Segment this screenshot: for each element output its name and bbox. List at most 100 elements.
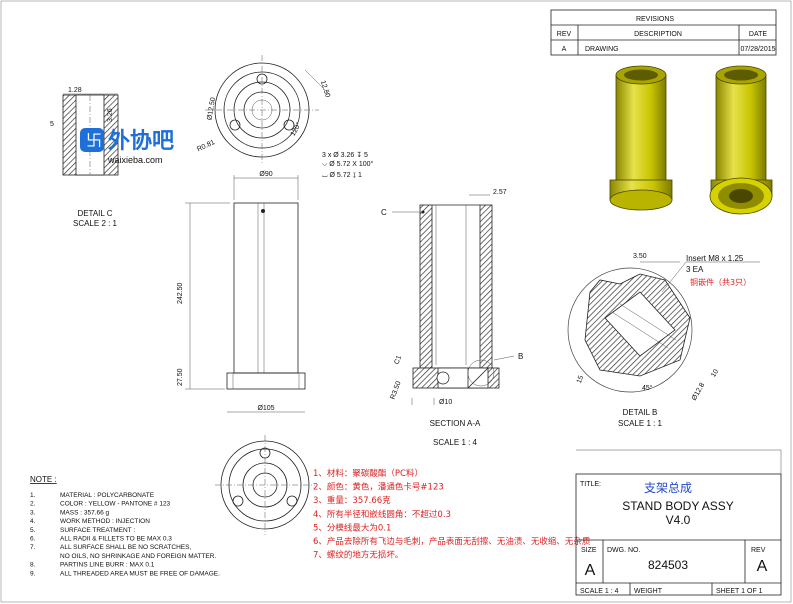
notes-list: 1. MATERIAL : POLYCARBONATE 2. COLOR : YELL…	[30, 492, 220, 577]
note-number: 5.	[30, 527, 36, 534]
note-text: ALL RADII & FILLETS TO BE MAX 0.3	[60, 536, 172, 543]
revisions-table: REVISIONS REV DESCRIPTION DATE A DRAWING…	[550, 9, 777, 56]
top-dim-dia: Ø12.50	[206, 97, 217, 121]
size-value: A	[585, 562, 596, 579]
note-number: 1.	[30, 492, 36, 499]
detail-c-dim-2: 5	[50, 121, 54, 128]
detail-b-dim-top: 3.50	[633, 253, 647, 260]
section-scale: SCALE 1 : 4	[433, 438, 478, 447]
hole-callout: 3 x Ø 3.26 ↧ 5 ⌵ Ø 5.72 X 100° ⌴ Ø 5.72 …	[322, 151, 374, 179]
watermark-brand: 外协吧	[108, 128, 174, 154]
dwg-number: 824503	[648, 558, 688, 572]
detail-b-dim-15: 15	[576, 375, 585, 385]
note-cn-line: 6、产品去除所有飞边与毛刺，产品表面无刮擦、无油渍、无收缩、无杂质	[313, 536, 591, 547]
section-dim-chamfer: C1	[394, 354, 404, 365]
rev-value: A	[757, 558, 768, 575]
detail-b: 3.50 Insert M8 x 1.25 3 EA 铜嵌件（共3只） 15 4…	[567, 253, 760, 428]
revisions-title: REVISIONS	[636, 16, 674, 23]
detail-c-title: DETAIL C	[77, 209, 112, 218]
section-dim-hole: Ø10	[439, 399, 452, 406]
dwg-label: DWG. NO.	[607, 547, 640, 554]
front-dim-base: 27.50	[177, 368, 184, 386]
notes-english: NOTE : 1. MATERIAL : POLYCARBONATE 2. COLOR…	[30, 475, 220, 577]
note-number: 2.	[30, 501, 36, 508]
size-label: SIZE	[581, 547, 597, 554]
note-text: MASS : 357.66 g	[60, 509, 110, 516]
note-cn-line: 4、所有半径和嵌线圆角：不超过0.3	[313, 509, 451, 520]
note-number: 3.	[30, 509, 36, 516]
note-cn-line: 3、重量：357.66克	[313, 495, 391, 506]
section-label-b: B	[518, 352, 523, 361]
notes-title: NOTE :	[30, 475, 57, 484]
watermark-logo: 卐 外协吧 waixieba.com	[80, 128, 174, 165]
detail-c-scale: SCALE 2 : 1	[73, 219, 118, 228]
note-number: 9.	[30, 570, 36, 577]
note-text: PARTINS LINE BURR : MAX 0.1	[60, 562, 155, 569]
note-number: 8.	[30, 562, 36, 569]
top-view: Ø12.50 12.50 R0.81 120°	[196, 55, 331, 165]
section-title: SECTION A-A	[430, 419, 481, 428]
note-text: NO OILS, NO SHRINKAGE AND FOREIGN MATTER…	[60, 553, 216, 560]
sheet-field: SHEET 1 OF 1	[716, 588, 763, 595]
note-text: ALL SURFACE SHALL BE NO SCRATCHES,	[60, 544, 191, 551]
note-text: MATERIAL : POLYCARBONATE	[60, 492, 155, 499]
note-number: 7.	[30, 544, 36, 551]
revision-row-date: 07/28/2015	[740, 46, 775, 53]
note-text: ALL THREADED AREA MUST BE FREE OF DAMAGE…	[60, 570, 220, 577]
revision-row-rev: A	[562, 46, 567, 53]
note-text: WORK METHOD : INJECTION	[60, 518, 150, 525]
title-label: TITLE:	[580, 481, 601, 488]
note-cn-line: 1、材料：聚碳酸酯（PC料）	[313, 468, 423, 479]
front-dim-top-dia: Ø90	[259, 171, 272, 178]
title-block: TITLE: 支架总成 STAND BODY ASSY V4.0 SIZE A …	[575, 449, 782, 596]
section-dim-wall: 2.57	[493, 189, 507, 196]
note-number: 6.	[30, 536, 36, 543]
section-dim-radius: R3.50	[390, 380, 403, 400]
top-dim-angle: 120°	[289, 121, 303, 138]
section-label-c: C	[381, 208, 387, 217]
section-a-a: 2.57 C B C1 R3.50 Ø10 SECTION A-A SCALE …	[381, 189, 523, 447]
note-text: COLOR : YELLOW - PANTONE # 123	[60, 501, 171, 508]
watermark-url: waixieba.com	[107, 155, 163, 165]
note-cn-line: 2、颜色：黄色，潘通色卡号#123	[313, 482, 444, 493]
note-number: 4.	[30, 518, 36, 525]
front-dim-base-dia: Ø105	[257, 405, 274, 412]
detail-b-insert-cn: 铜嵌件（共3只）	[690, 277, 751, 287]
detail-b-angle: 45°	[642, 384, 653, 392]
callout-line-1: 3 x Ø 3.26 ↧ 5	[322, 151, 368, 159]
title-line-2: V4.0	[666, 513, 691, 527]
svg-text:卐: 卐	[86, 131, 102, 150]
detail-b-insert-qty: 3 EA	[686, 265, 704, 274]
detail-b-dim-dia: Ø12.8	[691, 382, 707, 402]
title-chinese: 支架总成	[644, 481, 692, 495]
revision-row-description: DRAWING	[585, 46, 619, 53]
render-3d-outer	[609, 65, 673, 211]
detail-b-title: DETAIL B	[623, 408, 658, 417]
detail-c-dim-3: 3.26	[107, 108, 114, 122]
rev-header: REV	[557, 31, 572, 38]
detail-b-scale: SCALE 1 : 1	[618, 419, 663, 428]
note-cn-line: 5、分模线最大为0.1	[313, 522, 391, 533]
weight-field: WEIGHT	[634, 588, 663, 595]
callout-line-3: ⌴ Ø 5.72 ↧ 1	[322, 172, 362, 179]
note-text: SURFACE TREATMENT :	[60, 527, 135, 534]
title-line-1: STAND BODY ASSY	[622, 499, 734, 513]
date-header: DATE	[749, 31, 767, 38]
detail-b-dim-10: 10	[710, 368, 720, 378]
callout-line-2: ⌵ Ø 5.72 X 100°	[322, 160, 374, 168]
top-dim-width: 12.50	[319, 80, 331, 99]
render-3d-inner	[709, 65, 773, 215]
detail-c-dim-1: 1.28	[68, 87, 82, 94]
front-dim-height: 242.50	[177, 282, 184, 304]
note-cn-line: 7、螺纹的地方无损坏。	[313, 550, 403, 561]
description-header: DESCRIPTION	[634, 31, 682, 38]
top-dim-radius: R0.81	[196, 139, 216, 153]
notes-chinese: 1、材料：聚碳酸酯（PC料） 2、颜色：黄色，潘通色卡号#123 3、重量：357.…	[313, 468, 591, 561]
scale-field: SCALE 1 : 4	[580, 588, 619, 595]
detail-b-insert: Insert M8 x 1.25	[686, 254, 744, 263]
front-view: Ø90 242.50 27.50 Ø105	[177, 171, 306, 413]
rev-label: REV	[751, 547, 766, 554]
bottom-view	[215, 435, 315, 535]
